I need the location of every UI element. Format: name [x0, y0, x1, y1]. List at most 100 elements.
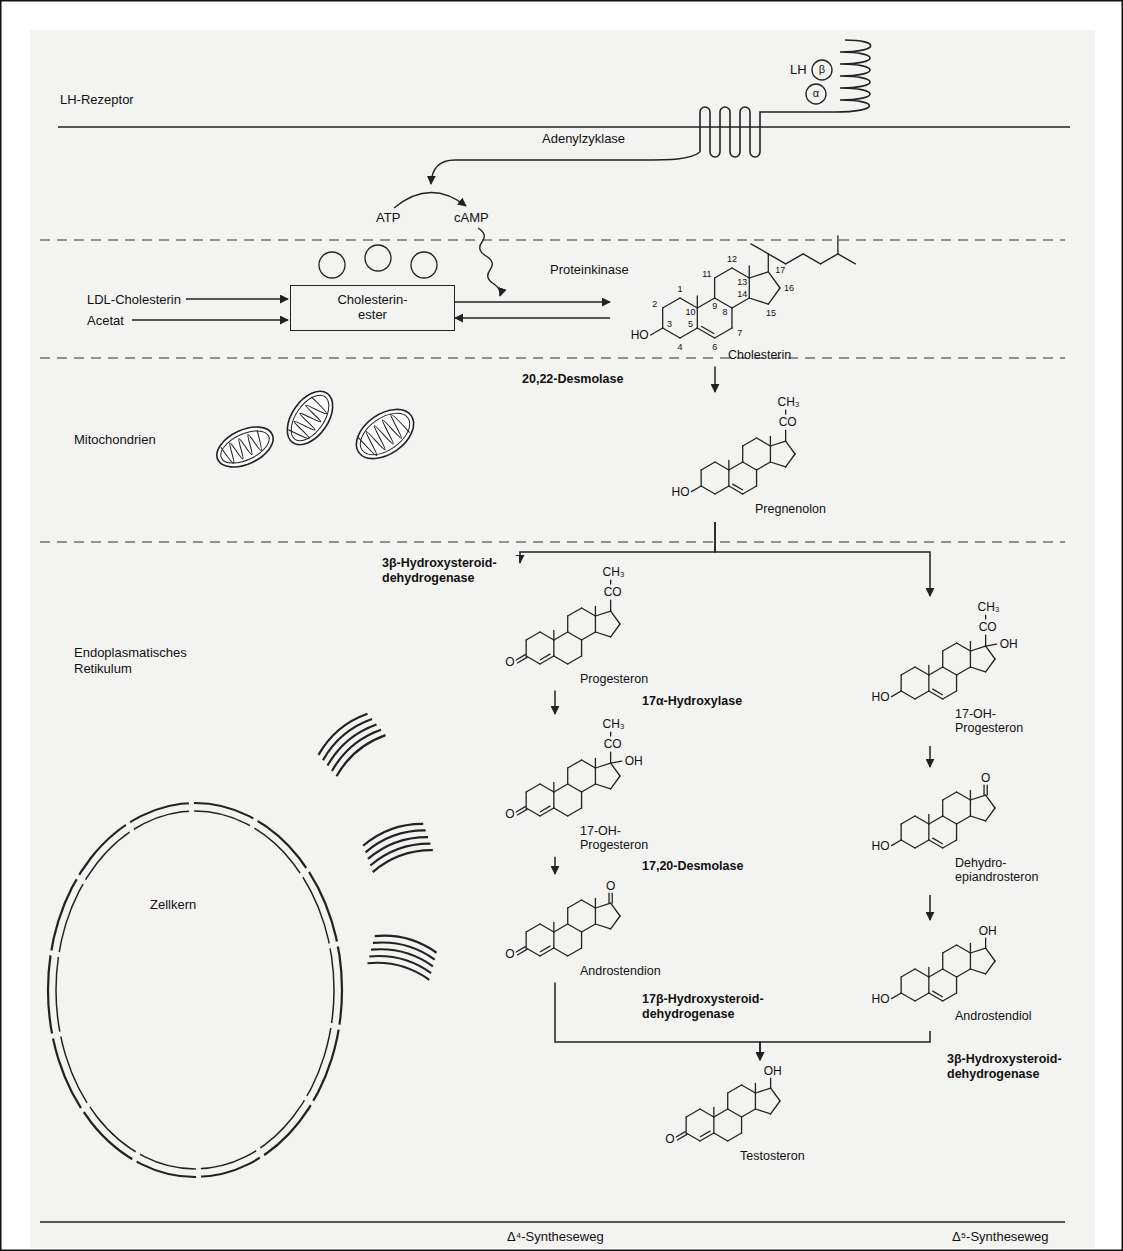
compartment-divider [40, 239, 1065, 240]
bond-line [540, 656, 554, 664]
molecule-name: Androstendion [580, 964, 661, 978]
side-chain-bond [768, 254, 769, 272]
bond-line [901, 691, 915, 699]
locant-number: 17 [775, 265, 785, 274]
enzyme-label: 17α-Hydroxylase [640, 694, 779, 709]
reaction-arrow [929, 746, 931, 767]
er-cisterna [333, 731, 386, 777]
nuclear-envelope [48, 803, 342, 1177]
bond-line [526, 808, 540, 816]
bond-line [732, 268, 749, 278]
bond-line [943, 945, 957, 953]
structure-drawing [492, 714, 662, 856]
pathway-label: Δ⁴-Syntheseweg [505, 1229, 606, 1245]
bond-line [701, 462, 715, 470]
bond-line [970, 646, 985, 651]
drawing-stroke [211, 383, 423, 475]
bond-line [942, 651, 943, 667]
enzyme-label: 17β-Hydroxysteroid- dehydrogenase [640, 992, 779, 1022]
bond-line [714, 278, 715, 298]
bond-line [540, 784, 554, 792]
ring-skeleton [892, 938, 996, 1001]
bond-line [929, 816, 943, 824]
bond-line [755, 1093, 756, 1109]
bond-line [568, 608, 582, 616]
bond-line [900, 977, 901, 993]
nuclear-pore [329, 1025, 341, 1027]
methyl-line [595, 606, 596, 616]
bond-line [901, 667, 915, 675]
bond-line [582, 924, 596, 932]
bond-line [567, 908, 568, 924]
bond-line [526, 632, 540, 640]
er-cisterna [371, 845, 433, 873]
bond-line [568, 760, 582, 768]
locant-number: 15 [766, 308, 776, 317]
carbonyl-bond [517, 657, 527, 663]
box-text: Cholesterin- ester [329, 293, 417, 323]
nuclear-envelope [56, 811, 334, 1169]
drawing-stroke [315, 709, 386, 776]
bond-line [595, 784, 610, 789]
scan-ground [30, 30, 1095, 1248]
molecule-name: Progesteron [580, 672, 648, 686]
steroid-structure: CholesterinHO1234567891011121314151617 [610, 240, 880, 366]
nuclear-pore [76, 876, 86, 883]
bond-line [729, 462, 743, 470]
bond-line [901, 969, 915, 977]
ring-skeleton [651, 236, 856, 338]
er-cisterna [328, 725, 381, 771]
locant-number: 8 [723, 308, 728, 317]
bond-line [743, 462, 757, 470]
steroid-structure: AndrostendionOO [492, 874, 672, 982]
bond-line [610, 752, 611, 763]
nuclear-pore [134, 1151, 139, 1162]
bond-line [582, 900, 596, 908]
bond-line [729, 486, 743, 494]
bond-line [986, 646, 995, 659]
bond-line [568, 900, 582, 908]
mitochondrion-outline [278, 383, 342, 453]
bond-line [595, 908, 596, 924]
reaction-arrow [455, 317, 610, 319]
bond-line [727, 1093, 728, 1109]
atom-label: CO [978, 621, 998, 633]
methyl-line [928, 814, 929, 824]
bond-line [581, 792, 582, 808]
double-bond-line [540, 806, 550, 812]
double-bond-line [933, 991, 943, 997]
atp-camp-arrow [394, 192, 466, 208]
hydroxyl-bond [770, 1078, 771, 1088]
bond-line [728, 1109, 742, 1117]
bond-line [595, 611, 610, 616]
bond-line [929, 691, 943, 699]
bond-line [540, 808, 554, 816]
bond-line [680, 328, 697, 338]
atom-label: OH [624, 755, 644, 767]
atom-label: O [504, 656, 515, 668]
molecule-name: Dehydro- epiandrosteron [955, 856, 1050, 885]
methyl-line [595, 898, 596, 908]
bond-line [595, 924, 610, 929]
receptor-transmembrane [700, 107, 835, 157]
bond-line [526, 948, 540, 956]
bond-line [554, 808, 568, 816]
locant-number: 5 [688, 320, 693, 329]
locant-number: 4 [677, 343, 682, 352]
bond-line [928, 824, 929, 840]
steroid-structure: 17-OH- ProgesteronCH₃COOHO [492, 714, 664, 857]
bond-line [970, 800, 971, 816]
bond-line [595, 763, 610, 768]
bond-line [743, 486, 757, 494]
bond-line [942, 800, 943, 816]
reaction-arrow [714, 366, 716, 392]
ring-skeleton [892, 615, 997, 699]
bond-line [568, 808, 582, 816]
locant-number: 16 [784, 284, 794, 293]
bond-line [732, 298, 749, 308]
cell-membrane [58, 126, 1070, 127]
mitochondrion-outline [347, 399, 422, 468]
locant-number: 2 [652, 299, 657, 308]
bond-line [700, 470, 701, 486]
double-bond-line [702, 326, 714, 333]
